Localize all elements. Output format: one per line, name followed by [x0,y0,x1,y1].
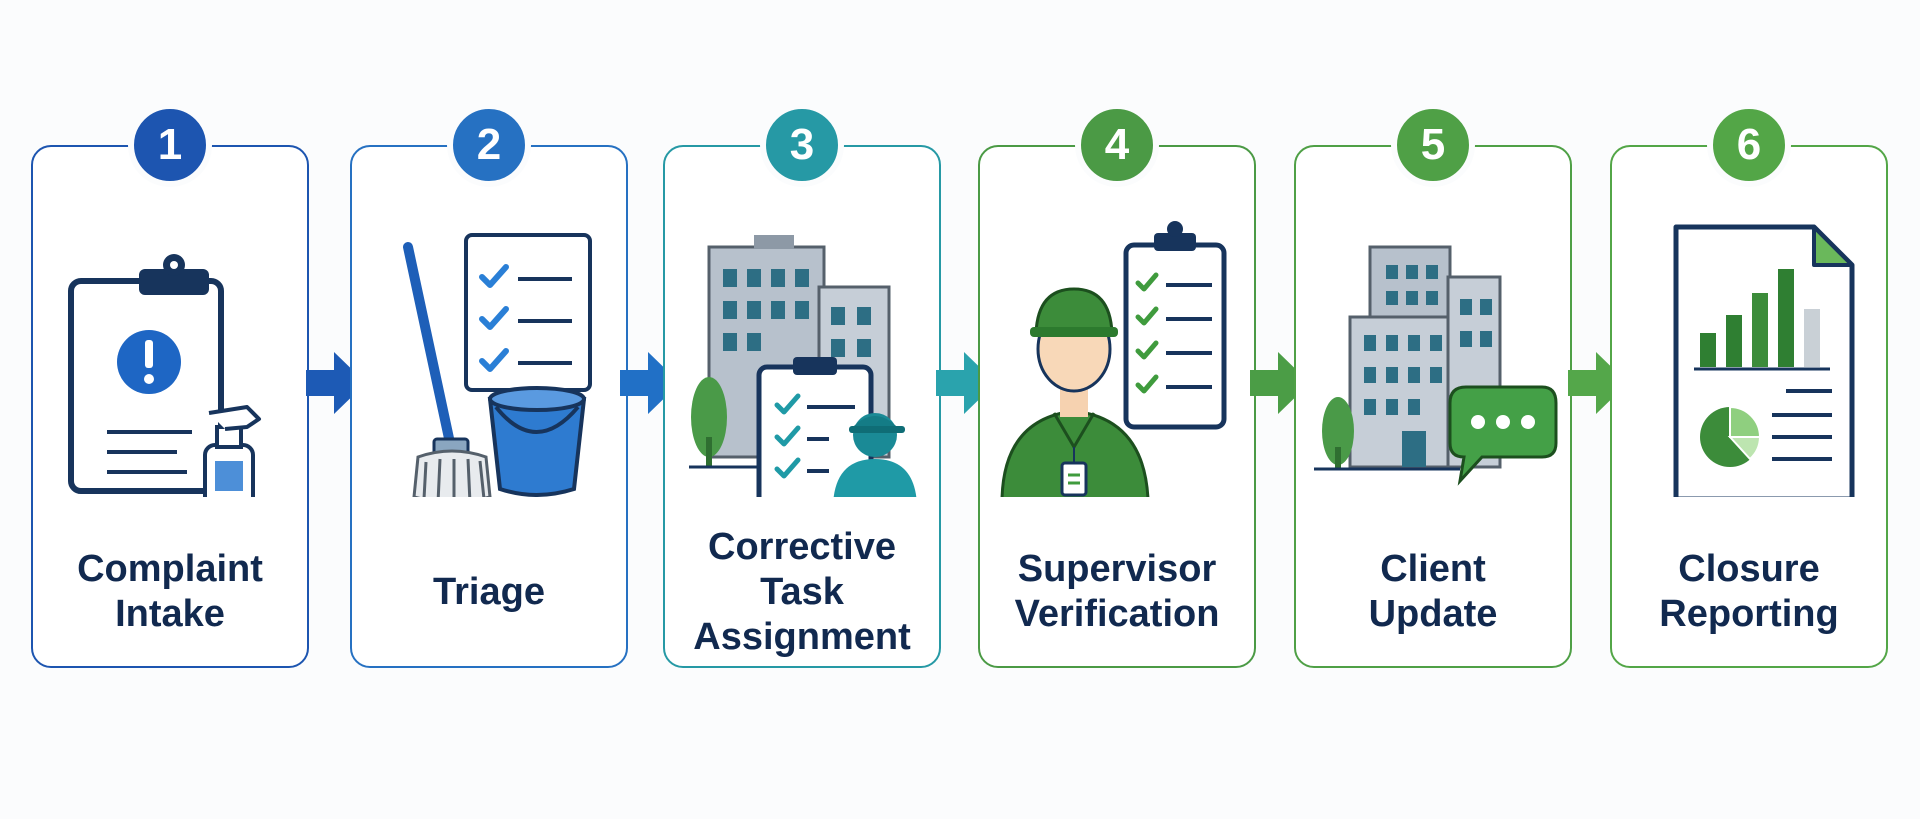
report-document-chart-icon [1626,207,1876,497]
arrow-5-6-icon [1566,348,1630,418]
clipboard-alert-spray-bottle-icon [47,207,297,497]
step-6-label: Closure Reporting [1659,548,1839,635]
step-4-card: 4 [978,103,1256,668]
arrow-3-4-icon [934,348,998,418]
step-4-label: Supervisor Verification [1014,548,1220,635]
step-1-card: 1 Complaint Intake [31,103,309,668]
building-chat-bubble-icon [1310,207,1560,497]
step-3-card: 3 [663,103,941,668]
building-task-worker-icon [679,207,929,497]
step-4-badge: 4 [1075,103,1159,187]
step-1-label: Complaint Intake [77,548,263,635]
step-3-badge: 3 [760,103,844,187]
supervisor-checklist-icon [994,207,1244,497]
step-2-card: 2 Triage [350,103,628,668]
arrow-1-2-icon [304,348,368,418]
step-2-badge: 2 [447,103,531,187]
step-5-label: Client Update [1368,548,1498,635]
step-5-badge: 5 [1391,103,1475,187]
mop-bucket-checklist-icon [366,207,616,497]
arrow-4-5-icon [1248,348,1312,418]
step-6-badge: 6 [1707,103,1791,187]
arrow-2-3-icon [618,348,682,418]
step-5-card: 5 [1294,103,1572,668]
step-1-badge: 1 [128,103,212,187]
step-6-card: 6 Closure R [1610,103,1888,668]
step-2-label: Triage [433,570,545,613]
step-3-label: Corrective Task Assignment [693,525,911,658]
